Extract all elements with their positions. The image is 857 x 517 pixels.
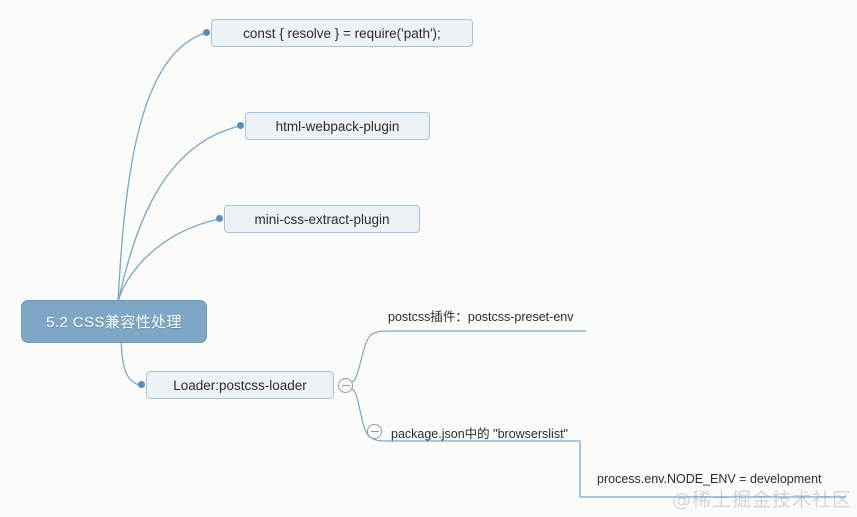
connector-dot-html-webpack	[237, 122, 244, 129]
node-postcss-loader[interactable]: Loader:postcss-loader	[146, 371, 334, 399]
label-node-env[interactable]: process.env.NODE_ENV = development	[597, 472, 822, 486]
label-postcss-preset-env[interactable]: postcss插件：postcss-preset-env	[388, 310, 574, 324]
connector-dot-postcss-loader	[138, 381, 145, 388]
node-resolve[interactable]: const { resolve } = require('path');	[211, 19, 473, 47]
watermark: @稀土掘金技术社区	[672, 489, 853, 511]
collapse-toggle-postcss-loader-icon[interactable]	[338, 378, 353, 393]
node-html-webpack-plugin[interactable]: html-webpack-plugin	[245, 112, 430, 140]
collapse-toggle-browserslist-icon[interactable]	[367, 424, 382, 439]
connector-dot-resolve	[203, 29, 210, 36]
root-node[interactable]: 5.2 CSS兼容性处理	[21, 300, 207, 343]
connector-dot-mini-css-extract	[216, 215, 223, 222]
label-browserslist[interactable]: package.json中的 "browserslist"	[391, 427, 568, 441]
node-mini-css-extract-plugin[interactable]: mini-css-extract-plugin	[224, 205, 420, 233]
